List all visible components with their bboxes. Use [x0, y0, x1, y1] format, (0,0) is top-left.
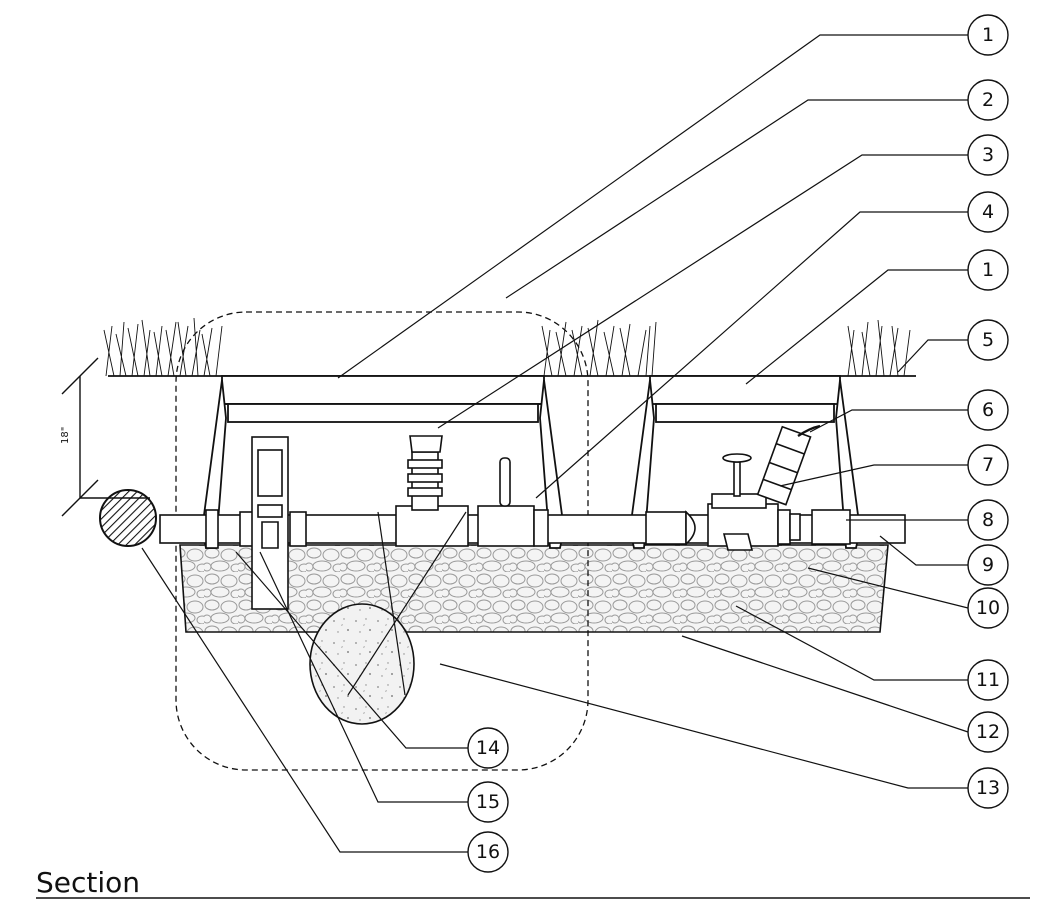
- callout-number: 1: [982, 24, 994, 46]
- concrete-thrust-block: [309, 603, 415, 725]
- callout-numbers: 1 2 3 4 1 5 6 7 8 9 10 11 12 13 14 15 16: [476, 24, 1000, 863]
- depth-dimension: [61, 357, 150, 517]
- depth-dimension-label: 18": [60, 427, 71, 444]
- left-box-fittings: [205, 435, 549, 610]
- callout-number: 12: [976, 721, 1000, 743]
- callout-number: 8: [982, 509, 994, 531]
- valve-box-lid-right: [649, 375, 841, 405]
- callout-number: 11: [976, 669, 1000, 691]
- callout-number: 16: [476, 841, 500, 863]
- section-title: Section: [36, 866, 140, 899]
- mainline-pipe: [99, 489, 157, 547]
- valve-box-lid-left: [221, 375, 545, 405]
- callout-number: 6: [982, 399, 994, 421]
- callout-number: 10: [976, 597, 1000, 619]
- callout-number: 1: [982, 259, 994, 281]
- callout-number: 15: [476, 791, 500, 813]
- callout-number: 4: [982, 201, 994, 223]
- callout-number: 14: [476, 737, 500, 759]
- callout-number: 7: [982, 454, 994, 476]
- callout-number: 2: [982, 89, 994, 111]
- callout-number: 9: [982, 554, 994, 576]
- turf-grass: [103, 317, 911, 377]
- callout-number: 3: [982, 144, 994, 166]
- control-valve-assembly: [645, 424, 851, 551]
- callout-number: 5: [982, 329, 994, 351]
- callout-circles: [467, 14, 1009, 873]
- callout-number: 13: [976, 777, 1000, 799]
- valve-box-left: [201, 375, 565, 549]
- leader-lines: [141, 34, 969, 853]
- valve-box-right: [629, 375, 861, 549]
